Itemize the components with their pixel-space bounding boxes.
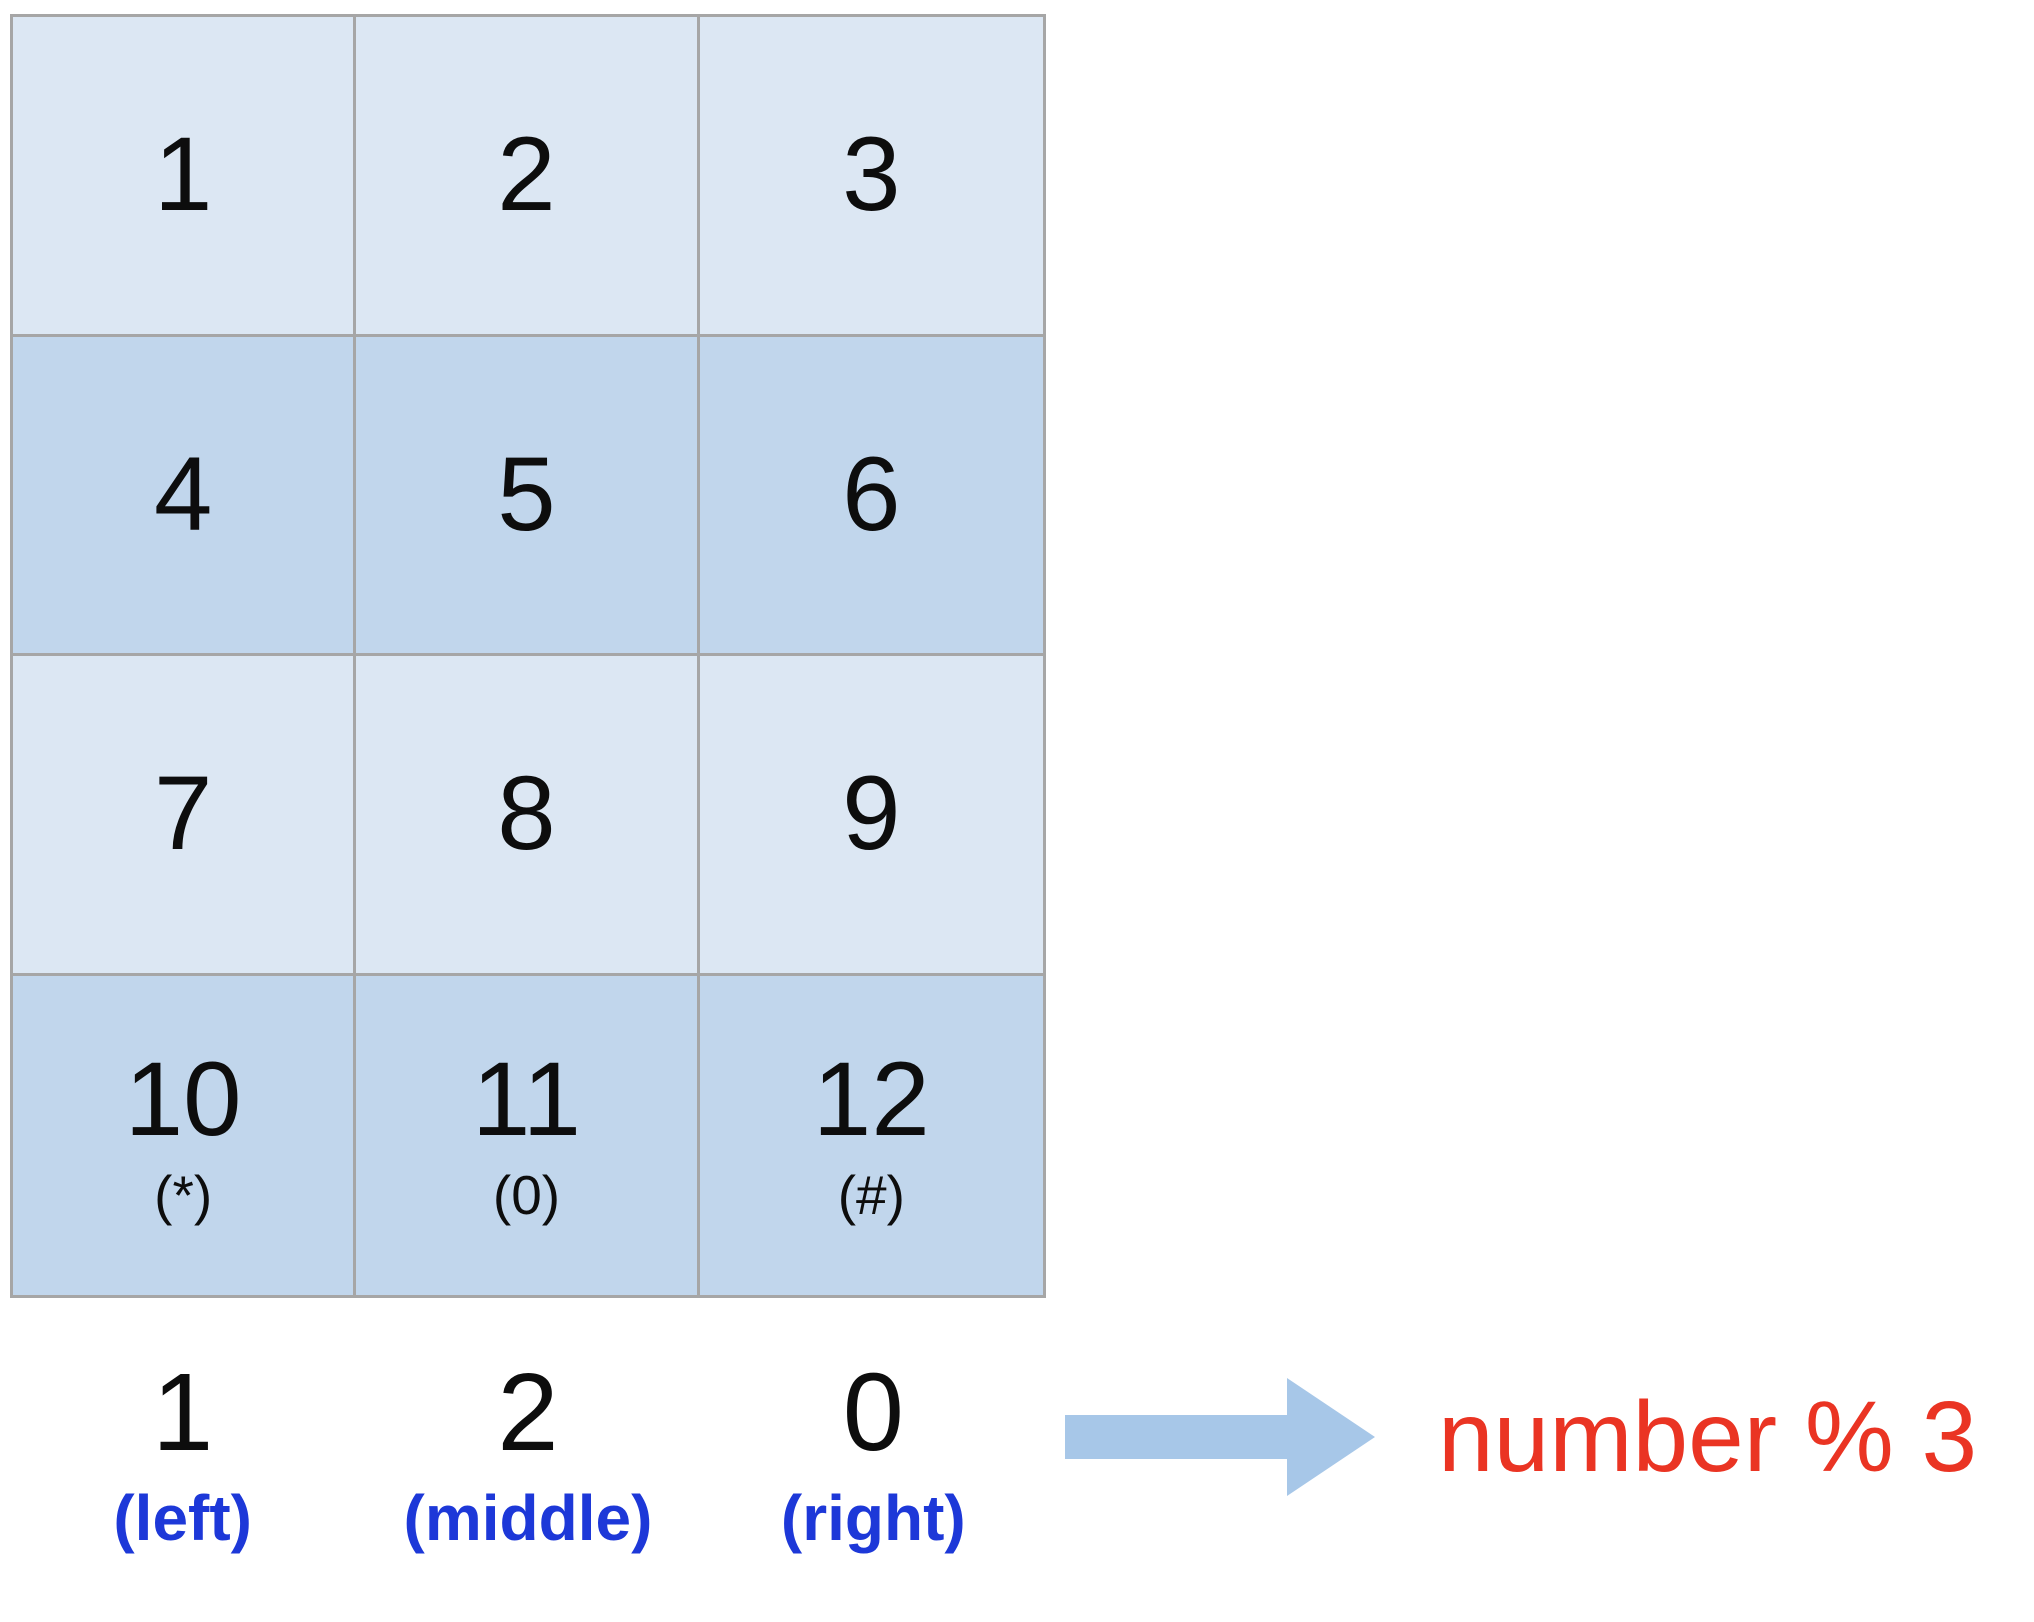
keypad-cell-number: 10: [124, 1040, 242, 1158]
remainder-middle: 2 (middle): [355, 1351, 700, 1554]
keypad-cell-2: 2: [356, 17, 700, 337]
remainder-right: 0 (right): [701, 1351, 1046, 1554]
remainder-left: 1 (left): [10, 1351, 355, 1554]
keypad-cell-number: 5: [497, 435, 556, 553]
keypad-cell-6: 6: [699, 336, 1043, 656]
remainder-value: 1: [152, 1351, 214, 1474]
keypad-cell-number: 1: [153, 116, 213, 234]
keypad-cell-8: 8: [356, 656, 700, 976]
keypad-cell-9: 9: [699, 656, 1043, 976]
keypad-cell-12: 12 (#): [699, 975, 1043, 1295]
keypad-cell-11: 11 (0): [356, 975, 700, 1295]
right-block-arrow-icon: [1065, 1378, 1375, 1496]
keypad-cell-sublabel-zero: (0): [492, 1164, 561, 1227]
keypad-cell-sublabel-hash: (#): [837, 1164, 905, 1227]
keypad-cell-number: 11: [471, 1040, 581, 1158]
keypad-cell-1: 1: [13, 17, 357, 337]
keypad-cell-number: 2: [497, 116, 556, 234]
keypad-cell-number: 8: [497, 755, 556, 873]
remainder-position-label: (right): [780, 1482, 966, 1554]
keypad-cell-number: 6: [842, 435, 901, 553]
keypad-cell-3: 3: [699, 17, 1043, 337]
keypad-cell-7: 7: [13, 656, 357, 976]
formula-text: number % 3: [1438, 1380, 1978, 1493]
remainder-position-label: (left): [113, 1482, 252, 1554]
keypad-cell-number: 4: [153, 435, 213, 553]
remainder-value: 0: [842, 1351, 904, 1474]
keypad-cell-5: 5: [356, 336, 700, 656]
remainder-value: 2: [497, 1351, 559, 1474]
keypad-cell-number: 9: [842, 755, 901, 873]
remainder-row: 1 (left) 2 (middle) 0 (right): [10, 1351, 1046, 1554]
keypad-cell-number: 12: [812, 1040, 930, 1158]
keypad-cell-4: 4: [13, 336, 357, 656]
keypad-cell-10: 10 (*): [13, 975, 357, 1295]
keypad-cell-number: 3: [842, 116, 901, 234]
remainder-position-label: (middle): [403, 1482, 653, 1554]
keypad-grid: 1 2 3 4 5 6 7 8 9 10 (*) 11 (0) 12 (#): [10, 14, 1046, 1298]
keypad-cell-sublabel-star: (*): [154, 1164, 213, 1227]
keypad-cell-number: 7: [153, 755, 213, 873]
